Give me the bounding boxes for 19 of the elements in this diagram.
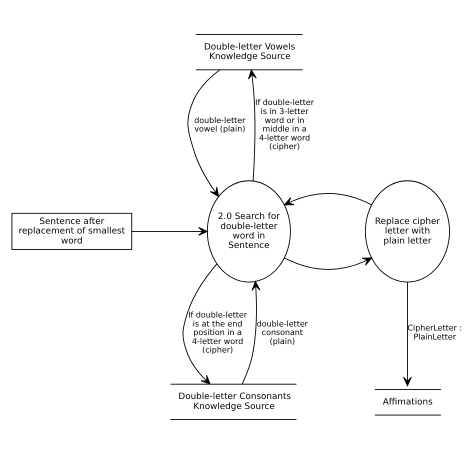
edge-label: CipherLetter : PlainLetter — [408, 323, 462, 341]
node-ellipse: Replace cipher letter with plain letter — [364, 180, 450, 282]
edge-label: If double-letter is in 3-letter word or in middle in a 4-letter word (cipher) — [255, 98, 314, 151]
node-ellipse: 2.0 Search for double-letter word in Sentence — [206, 180, 291, 282]
node-text: Double-letter Consonants Knowledge Source — [178, 392, 291, 412]
arrow — [284, 256, 372, 270]
arrow — [132, 226, 208, 236]
arrow — [242, 280, 260, 384]
arrow — [403, 281, 412, 386]
arrow — [248, 69, 257, 181]
node-text: Affimations — [382, 397, 433, 407]
arrow — [187, 69, 220, 196]
arrow — [284, 192, 372, 205]
edge-label: If double-letter is at the end position in a 4-letter word (cipher) — [188, 310, 248, 354]
arrow — [182, 262, 218, 384]
edge-label: double-letter consonant (plain) — [256, 318, 308, 346]
node-box: Sentence after replacement of smallest word — [12, 212, 132, 250]
node-text: Double-letter Vowels Knowledge Source — [204, 42, 296, 62]
edge-label: double-letter vowel (plain) — [194, 115, 246, 134]
